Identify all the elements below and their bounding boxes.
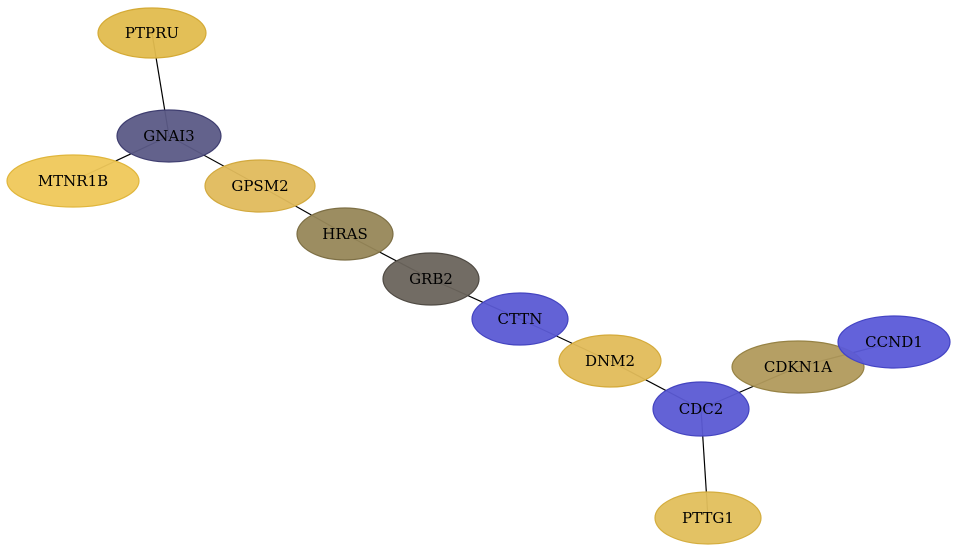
node-shape — [731, 340, 865, 394]
node-shape — [558, 334, 662, 388]
node-cdc2[interactable]: CDC2 — [652, 381, 750, 437]
node-dnm2[interactable]: DNM2 — [558, 334, 662, 388]
node-cdkn1a[interactable]: CDKN1A — [731, 340, 865, 394]
node-shape — [116, 109, 222, 163]
node-shape — [204, 159, 316, 213]
node-shape — [652, 381, 750, 437]
node-shape — [296, 207, 394, 261]
node-hras[interactable]: HRAS — [296, 207, 394, 261]
node-mtnr1b[interactable]: MTNR1B — [6, 154, 140, 208]
node-shape — [382, 252, 480, 306]
node-gnai3[interactable]: GNAI3 — [116, 109, 222, 163]
node-ccnd1[interactable]: CCND1 — [837, 315, 951, 369]
node-label: GRB2 — [409, 270, 453, 288]
node-label: DNM2 — [585, 352, 635, 370]
node-cttn[interactable]: CTTN — [471, 292, 569, 346]
node-shape — [97, 7, 207, 59]
node-shape — [471, 292, 569, 346]
node-shape — [6, 154, 140, 208]
node-label: CTTN — [498, 310, 543, 328]
node-grb2[interactable]: GRB2 — [382, 252, 480, 306]
node-label: CDC2 — [679, 400, 724, 418]
node-label: HRAS — [322, 225, 367, 243]
edges-layer — [72, 32, 895, 519]
node-label: GPSM2 — [231, 177, 288, 195]
node-label: PTTG1 — [682, 509, 734, 527]
node-label: CCND1 — [865, 333, 923, 351]
node-pttg1[interactable]: PTTG1 — [654, 491, 762, 545]
node-label: MTNR1B — [38, 172, 108, 190]
node-shape — [654, 491, 762, 545]
node-label: PTPRU — [125, 24, 179, 42]
node-gpsm2[interactable]: GPSM2 — [204, 159, 316, 213]
node-ptpru[interactable]: PTPRU — [97, 7, 207, 59]
node-shape — [837, 315, 951, 369]
node-label: CDKN1A — [764, 358, 832, 376]
node-label: GNAI3 — [143, 127, 194, 145]
